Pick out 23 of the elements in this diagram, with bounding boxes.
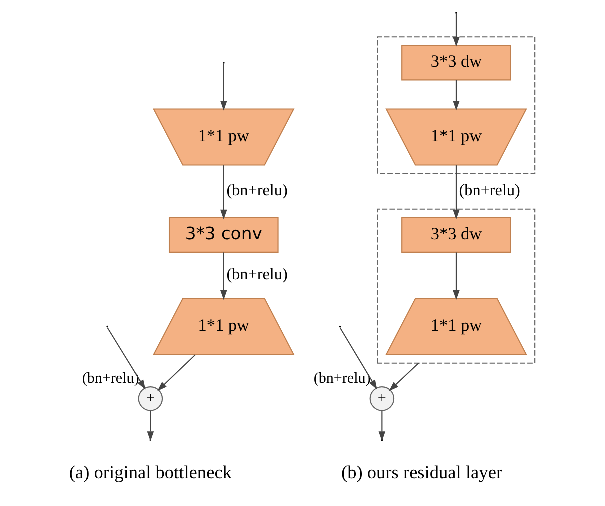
arrow [453, 14, 460, 47]
label: (b) ours residual layer [341, 462, 503, 482]
arrow [453, 80, 460, 111]
arrow [453, 252, 460, 300]
node-box: 3*3 dw [402, 217, 512, 253]
arrow [389, 362, 420, 392]
node-box: 3*3 conv [168, 217, 279, 253]
node-label: (bn+relu) [314, 370, 371, 387]
edge-label: (bn+relu) [226, 266, 288, 284]
node-label: (bn+relu) [82, 370, 140, 387]
arrow [220, 252, 228, 300]
node-box: 3*3 dw [402, 45, 512, 81]
arrow [158, 354, 196, 392]
node-circle: + [370, 386, 395, 412]
arrow [220, 166, 228, 220]
label: (a) original bottleneck [69, 462, 232, 482]
arrow [340, 328, 378, 390]
edge-label: (bn+relu) [459, 182, 520, 200]
arrow [453, 166, 460, 220]
edge-label: (bn+relu) [226, 182, 288, 200]
node-circle: + [138, 386, 164, 412]
arrow [107, 328, 146, 390]
arrow [220, 64, 228, 111]
